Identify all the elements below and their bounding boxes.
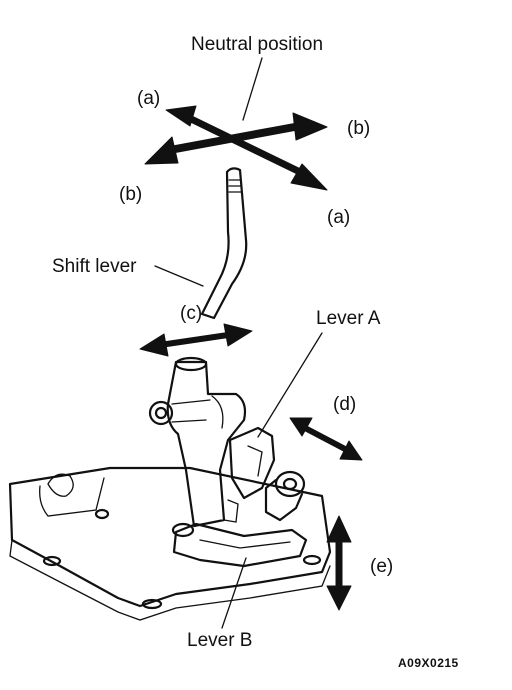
shift-arrow-d	[289, 417, 363, 461]
base-plate	[8, 466, 332, 608]
direction-b-bottom-label: (b)	[119, 184, 142, 205]
figure-code-label: A09X0215	[398, 656, 459, 670]
direction-a-top-label: (a)	[137, 88, 160, 109]
shift-lever-leader	[154, 265, 204, 287]
direction-e-label: (e)	[370, 556, 393, 577]
shift-arrow-c	[139, 323, 253, 357]
lever-a-leader	[257, 332, 323, 438]
direction-c-label: (c)	[180, 303, 202, 324]
lever-a-label: Lever A	[316, 308, 381, 329]
lever-a	[228, 426, 276, 500]
direction-b-top-label: (b)	[347, 118, 370, 139]
shift-arrow-a	[165, 105, 328, 191]
pivot-housing	[166, 360, 247, 528]
neutral-position-label: Neutral position	[191, 34, 323, 55]
shift-lever	[200, 167, 248, 320]
shift-lever-label: Shift lever	[52, 256, 137, 277]
shift-arrow-b	[144, 112, 328, 165]
neutral-position-leader	[242, 57, 263, 121]
lever-b	[172, 522, 308, 568]
shift-arrow-e	[326, 515, 352, 611]
lever-b-leader	[221, 557, 247, 629]
lever-b-label: Lever B	[187, 630, 252, 651]
direction-a-bottom-label: (a)	[327, 207, 350, 228]
direction-d-label: (d)	[333, 394, 356, 415]
shift-mechanism-assembly	[8, 356, 332, 621]
